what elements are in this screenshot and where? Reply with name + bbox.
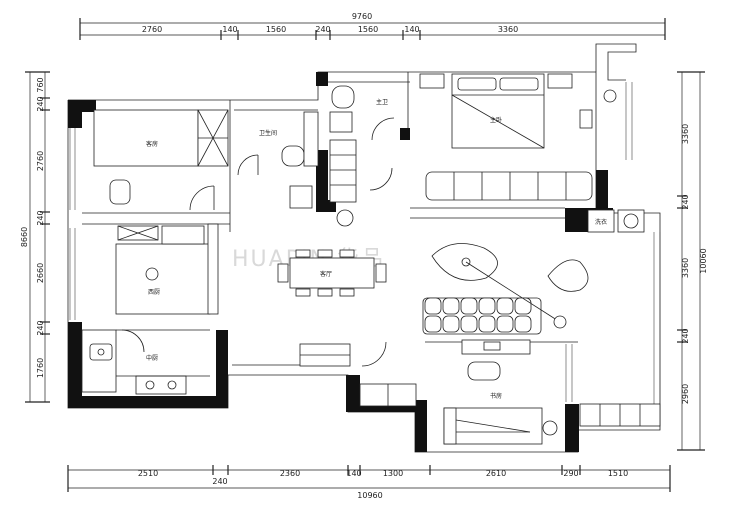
chinese-kitchen: 中厨 <box>81 329 210 395</box>
dining-chair-left <box>277 263 289 283</box>
guest-sink <box>289 185 313 209</box>
bottom-dim-2: 2360 <box>280 469 300 478</box>
left-dim-1: 760 <box>36 77 45 92</box>
guest-chair <box>109 179 131 205</box>
guest-bedroom: 客房 <box>69 109 229 211</box>
living-dining: 客厅 <box>277 209 661 427</box>
master-side-table <box>579 109 593 129</box>
nightstand-left <box>419 73 445 89</box>
right-dim-2: 240 <box>681 194 690 209</box>
study-sofa-bed <box>443 407 543 445</box>
guest-bedroom-label: 客房 <box>146 140 158 148</box>
fridge-area <box>161 225 205 245</box>
top-dim-7: 3360 <box>498 25 518 34</box>
kitchen-island <box>115 243 211 315</box>
bottom-dimensions: 2510 2360 140 1300 2610 290 1510 240 109… <box>67 465 671 500</box>
top-dim-5: 1560 <box>358 25 378 34</box>
sink-counter <box>81 329 117 393</box>
study-side-table <box>542 420 558 436</box>
chinese-kitchen-label: 中厨 <box>146 354 158 362</box>
right-dimensions: 3360 240 3360 240 2960 10060 <box>677 71 708 451</box>
left-dim-3: 2760 <box>36 151 45 171</box>
right-dim-3: 3360 <box>681 258 690 278</box>
nightstand-right <box>547 73 573 89</box>
master-bath-door-swing <box>371 117 395 141</box>
master-bathroom: 主卫 <box>329 85 395 203</box>
coffee-table <box>431 243 498 281</box>
bottom-dim-7: 1510 <box>608 469 628 478</box>
master-toilet <box>331 85 355 109</box>
top-dim-1: 2760 <box>142 25 162 34</box>
right-dim-4: 240 <box>681 328 690 343</box>
pillow-left <box>457 77 497 91</box>
bottom-dim-6: 290 <box>563 469 578 478</box>
left-total-dimension: 8660 <box>20 227 29 247</box>
guest-door-swing <box>189 185 215 211</box>
dining-table <box>289 257 375 289</box>
guest-bathroom-label: 卫生间 <box>259 129 277 137</box>
tall-cabinet <box>207 223 219 315</box>
dining-chair-top-1 <box>295 249 311 258</box>
western-kitchen-label: 西厨 <box>148 289 160 296</box>
master-wardrobe <box>425 171 593 201</box>
top-dim-3: 1560 <box>266 25 286 34</box>
laundry-sink <box>587 209 615 233</box>
dining-chair-bottom-1 <box>295 288 311 297</box>
master-shelving <box>329 139 357 203</box>
laundry: 洗衣 <box>587 209 645 233</box>
guest-bed <box>93 109 199 167</box>
top-dim-2: 140 <box>222 25 237 34</box>
living-plant <box>336 209 354 227</box>
master-bathroom-label: 主卫 <box>376 98 388 106</box>
top-dim-6: 140 <box>404 25 419 34</box>
study: 书房 <box>299 339 573 445</box>
master-door-swing <box>369 167 393 191</box>
top-dimensions: 9760 2760 140 1560 240 1560 140 3360 <box>79 12 666 40</box>
top-dim-4: 240 <box>315 25 330 34</box>
floor-lamp <box>553 315 567 329</box>
pillow-right <box>499 77 539 91</box>
stove <box>135 375 187 395</box>
bottom-dim-3: 140 <box>346 469 361 478</box>
guest-toilet <box>281 145 305 167</box>
left-dim-4: 240 <box>36 210 45 225</box>
left-dim-2: 240 <box>36 96 45 111</box>
dining-chair-bottom-3 <box>339 288 355 297</box>
living-dining-label: 客厅 <box>320 270 332 278</box>
dining-chair-top-3 <box>339 249 355 258</box>
washing-machine <box>617 209 645 233</box>
plant <box>603 89 617 103</box>
dining-chair-top-2 <box>317 249 333 258</box>
bottom-dim-1: 2510 <box>138 469 158 478</box>
study-chair <box>467 361 501 381</box>
master-bedroom-label: 主卧 <box>490 116 502 124</box>
kitchen-sink <box>89 343 113 361</box>
left-dim-7: 1760 <box>36 358 45 378</box>
study-label: 书房 <box>490 392 502 400</box>
bottom-dim-4: 1300 <box>383 469 403 478</box>
dining-chair-bottom-2 <box>317 288 333 297</box>
dining-chair-right <box>375 263 387 283</box>
right-total-dimension: 10060 <box>699 248 708 273</box>
top-total-dimension: 9760 <box>352 12 372 21</box>
master-sink <box>329 111 353 133</box>
left-dim-5: 2660 <box>36 263 45 283</box>
lounge-chair <box>547 259 589 292</box>
bottom-sub-dimension: 240 <box>212 477 227 486</box>
bottom-total-dimension: 10960 <box>357 491 382 500</box>
laundry-label: 洗衣 <box>595 218 607 226</box>
guest-bathroom: 卫生间 <box>237 111 319 209</box>
right-dim-1: 3360 <box>681 124 690 144</box>
bottom-dim-5: 2610 <box>486 469 506 478</box>
guest-cabinet <box>303 111 319 167</box>
master-bedroom: 主卧 <box>369 43 637 201</box>
bath-door-swing <box>237 154 259 176</box>
left-dimensions: 760 240 2760 240 2660 240 1760 8660 <box>20 71 50 403</box>
western-kitchen: 西厨 <box>69 223 219 320</box>
right-dim-5: 2960 <box>681 384 690 404</box>
left-dim-6: 240 <box>36 320 45 335</box>
